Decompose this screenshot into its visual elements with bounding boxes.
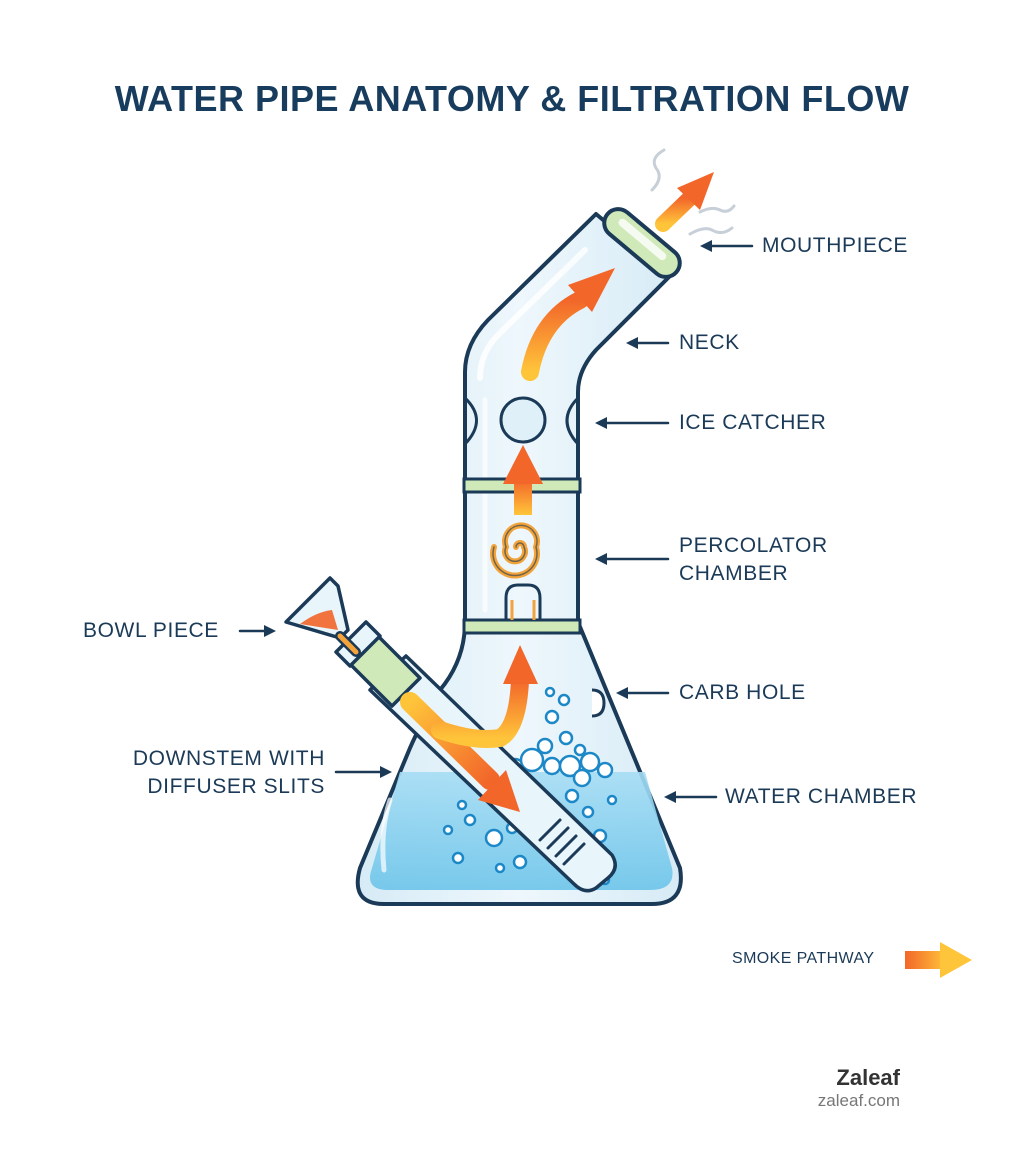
leader-arrows <box>238 240 754 803</box>
orange-arrow-icon <box>905 942 972 978</box>
mouthpiece <box>602 207 682 279</box>
brand-url: zaleaf.com <box>817 1091 900 1110</box>
ice-catcher <box>463 396 580 446</box>
label-downstem: DOWNSTEM WITH DIFFUSER SLITS <box>132 747 325 798</box>
carb-hole <box>591 688 606 718</box>
label-percolator-chamber: PERCOLATOR CHAMBER <box>679 534 828 585</box>
smoke-flow <box>400 148 736 812</box>
label-neck: NECK <box>679 331 740 354</box>
label-carb-hole: CARB HOLE <box>679 681 806 704</box>
label-ice-catcher: ICE CATCHER <box>679 411 827 434</box>
page-title: WATER PIPE ANATOMY & FILTRATION FLOW <box>114 78 910 119</box>
label-water-chamber: WATER CHAMBER <box>725 785 918 808</box>
bowl-joint <box>334 620 422 708</box>
label-bowl-piece: BOWL PIECE <box>83 619 219 642</box>
legend-label: SMOKE PATHWAY <box>732 950 875 967</box>
bowl-piece <box>284 576 361 657</box>
brand-name: Zaleaf <box>836 1065 900 1090</box>
label-mouthpiece: MOUTHPIECE <box>762 234 909 257</box>
